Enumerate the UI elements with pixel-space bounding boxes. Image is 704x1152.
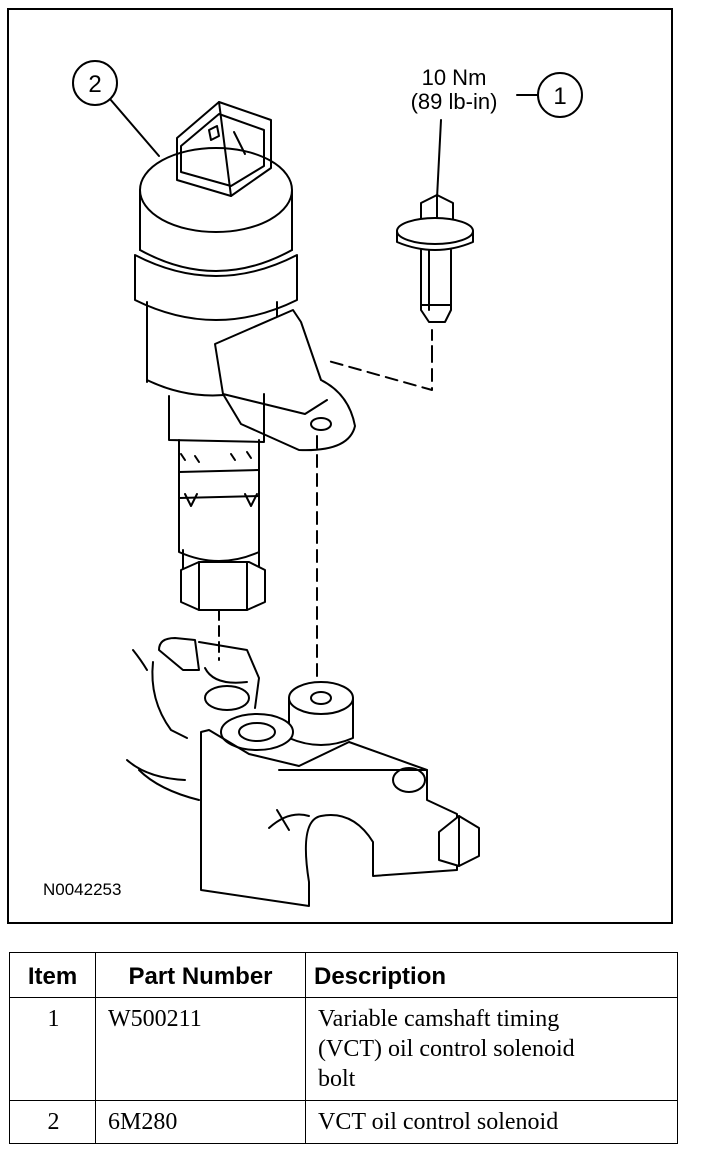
torque-nm-label: 10 Nm [422, 65, 487, 90]
row-part-number: W500211 [95, 997, 306, 1101]
header-description: Description [305, 952, 678, 998]
row-item: 1 [9, 997, 96, 1101]
torque-lbin-label: (89 lb-in) [411, 89, 498, 114]
table-row: 2 6M280 VCT oil control solenoid [9, 1100, 678, 1144]
callout-2: 2 [72, 60, 160, 157]
parts-table: Item Part Number Description 1 W500211 V… [9, 952, 678, 1144]
callout-1-label: 1 [553, 83, 566, 110]
description-line: VCT oil control solenoid [318, 1109, 559, 1135]
solenoid-exploded-view: 2 10 Nm (89 lb-in) 1 [43, 60, 583, 907]
callout-2-label: 2 [88, 71, 101, 98]
row-part-number: 6M280 [95, 1100, 306, 1144]
table-row: 1 W500211 Variable camshaft timing (VCT)… [9, 997, 678, 1101]
table-header-row: Item Part Number Description [9, 952, 678, 998]
header-item: Item [9, 952, 96, 998]
description-line: bolt [318, 1066, 356, 1092]
bolt [324, 194, 474, 391]
row-description: VCT oil control solenoid [305, 1100, 678, 1144]
cylinder-head [126, 637, 480, 907]
vct-solenoid [134, 101, 356, 691]
header-part-number: Part Number [95, 952, 306, 998]
figure-id: N0042253 [43, 880, 121, 899]
callout-1: 10 Nm (89 lb-in) 1 [411, 65, 583, 199]
description-line: Variable camshaft timing [318, 1006, 560, 1032]
row-item: 2 [9, 1100, 96, 1144]
diagram-frame: 2 10 Nm (89 lb-in) 1 [7, 8, 673, 924]
row-description: Variable camshaft timing (VCT) oil contr… [305, 997, 678, 1101]
description-line: (VCT) oil control solenoid [318, 1036, 575, 1062]
